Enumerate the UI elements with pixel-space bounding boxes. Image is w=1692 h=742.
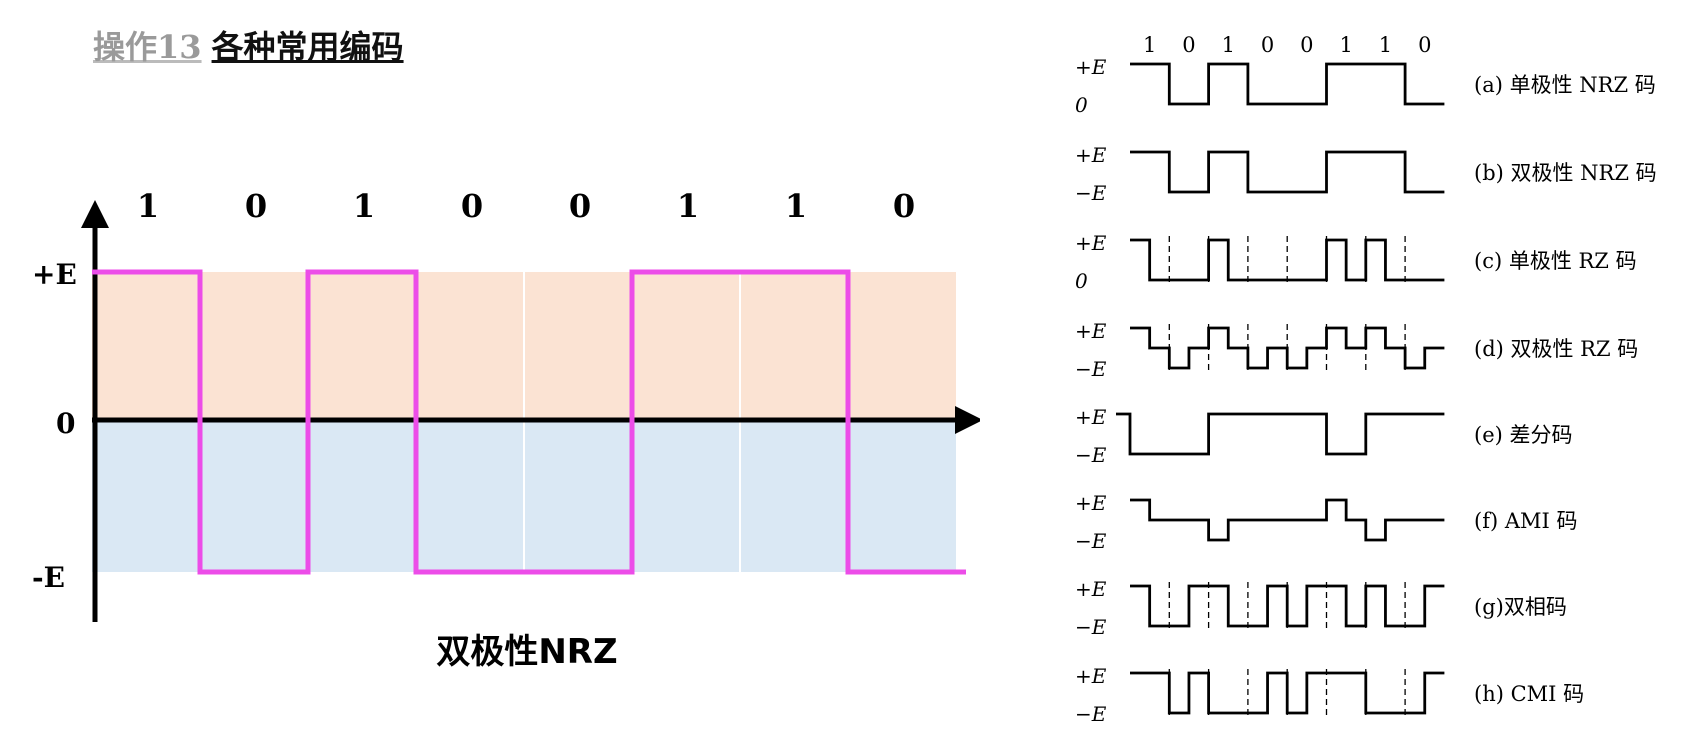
row-h-bottom-label: −E (1075, 702, 1107, 726)
row-h-top-label: +E (1075, 664, 1107, 688)
x-axis-arrow (955, 406, 980, 434)
operation-number: 操作13 (93, 28, 202, 66)
ref-bit-label: 1 (1339, 33, 1352, 57)
row-c-bottom-label: 0 (1075, 269, 1088, 293)
diagram-caption: 双极性NRZ (436, 632, 617, 672)
row-e-caption: (e) 差分码 (1474, 423, 1573, 447)
row-g-waveform (1130, 584, 1445, 628)
row-c-top-label: +E (1075, 231, 1107, 255)
row-e-waveform (1116, 412, 1445, 456)
row-c-caption: (c) 单极性 RZ 码 (1474, 249, 1637, 273)
row-d-top-label: +E (1075, 319, 1107, 343)
level-label-zero: 0 (56, 407, 75, 440)
y-axis-arrow (81, 200, 109, 228)
ref-bit-label: 1 (1379, 33, 1392, 57)
row-c-waveform (1130, 238, 1445, 282)
row-g-caption: (g)双相码 (1474, 595, 1567, 619)
bit-label: 0 (893, 187, 915, 225)
row-g-top-label: +E (1075, 577, 1107, 601)
row-e-top-label: +E (1075, 405, 1107, 429)
row-f-bottom-label: −E (1075, 529, 1107, 553)
row-b-top-label: +E (1075, 143, 1107, 167)
bit-label: 0 (461, 187, 483, 225)
bit-label: 1 (137, 187, 159, 225)
row-e-bottom-label: −E (1075, 443, 1107, 467)
row-a-waveform (1130, 62, 1445, 106)
row-h-caption: (h) CMI 码 (1474, 682, 1584, 706)
bit-label: 1 (353, 187, 375, 225)
row-b-waveform (1130, 150, 1445, 194)
row-b-caption: (b) 双极性 NRZ 码 (1474, 161, 1657, 185)
row-f-caption: (f) AMI 码 (1474, 509, 1577, 533)
bit-label: 0 (245, 187, 267, 225)
row-b-bottom-label: −E (1075, 181, 1107, 205)
row-a-bottom-label: 0 (1075, 93, 1088, 117)
ref-bit-label: 1 (1222, 33, 1235, 57)
row-a-top-label: +E (1075, 55, 1107, 79)
row-f-top-label: +E (1075, 491, 1107, 515)
ref-bit-label: 0 (1418, 33, 1431, 57)
bit-label: 1 (785, 187, 807, 225)
row-d-caption: (d) 双极性 RZ 码 (1474, 337, 1638, 361)
row-f-waveform (1130, 498, 1445, 542)
ref-bit-label: 0 (1300, 33, 1313, 57)
topic-title: 各种常用编码 (211, 28, 404, 66)
ref-bit-label: 1 (1143, 33, 1156, 57)
bit-label: 0 (569, 187, 591, 225)
bit-label: 1 (677, 187, 699, 225)
bipolar-nrz-waveform (92, 269, 966, 575)
row-a-caption: (a) 单极性 NRZ 码 (1474, 73, 1656, 97)
level-label-negative: -E (32, 561, 65, 594)
row-d-waveform (1130, 326, 1445, 370)
level-label-positive: +E (32, 258, 77, 291)
ref-bit-label: 0 (1261, 33, 1274, 57)
main-waveform-diagram: 1 0 1 0 0 1 1 0 +E 0 -E 双极性NRZ (32, 187, 980, 672)
row-h-waveform (1130, 671, 1445, 715)
ref-bit-label: 0 (1182, 33, 1195, 57)
row-g-bottom-label: −E (1075, 615, 1107, 639)
row-d-bottom-label: −E (1075, 357, 1107, 381)
